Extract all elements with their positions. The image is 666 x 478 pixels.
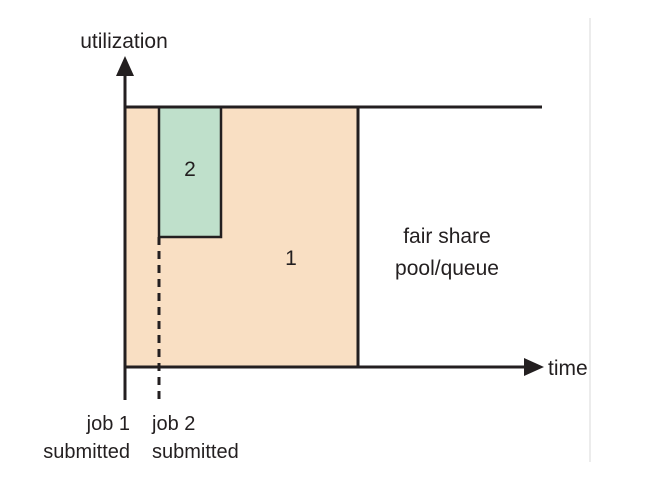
region-label-line2: pool/queue <box>395 257 499 280</box>
region-label-line1: fair share <box>403 225 491 248</box>
job1-block-label: 1 <box>285 247 297 270</box>
job2-block <box>157 105 223 239</box>
y-axis-label: utilization <box>80 30 168 53</box>
x-axis-arrowhead <box>524 358 544 376</box>
job2-marker-label-line2: submitted <box>152 441 239 463</box>
job2-block-label: 2 <box>184 158 196 181</box>
job1-marker-label-line1: job 1 <box>86 413 130 435</box>
y-axis-arrowhead <box>116 56 134 76</box>
x-axis-label: time <box>548 357 588 380</box>
job1-marker-label-line2: submitted <box>43 441 130 463</box>
job2-marker-label-line1: job 2 <box>151 413 195 435</box>
